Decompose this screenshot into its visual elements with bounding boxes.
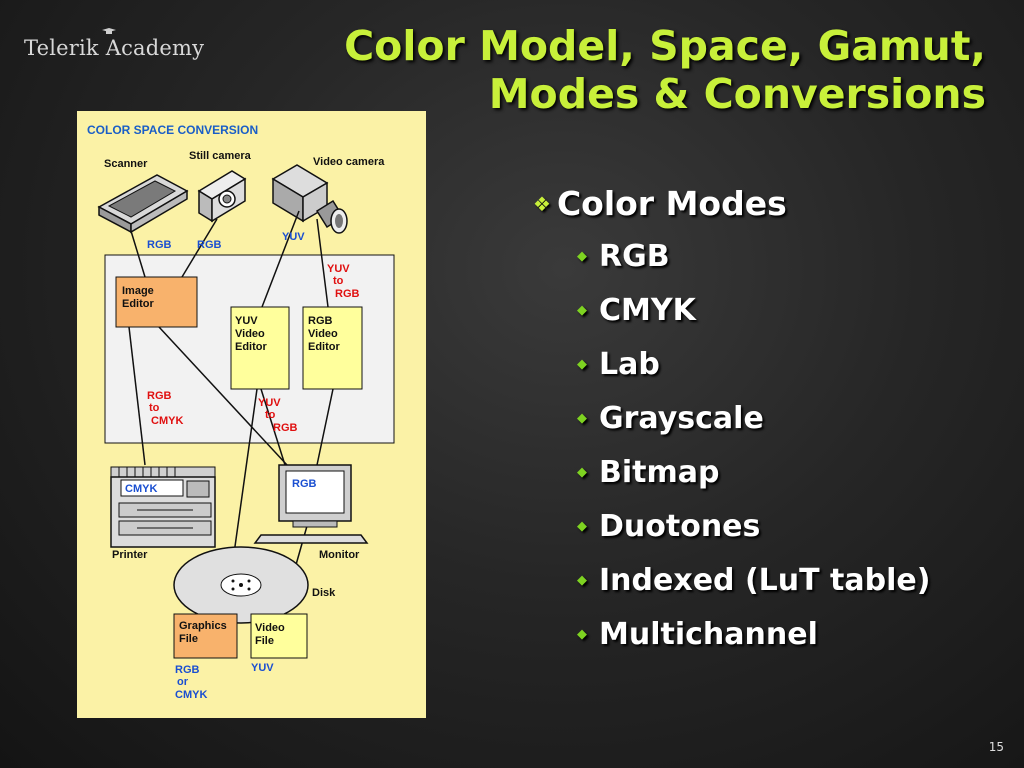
monitor-screen-label: RGB [292, 478, 317, 490]
list-item: ◆ Bitmap [577, 446, 930, 500]
telerik-academy-logo: Telerik Academy [24, 28, 205, 60]
label-yuv-top: YUV [282, 231, 305, 243]
diagram-header: COLOR SPACE CONVERSION [87, 123, 258, 137]
list-item: ◆ Multichannel [577, 608, 930, 662]
still-camera-icon [197, 170, 247, 223]
graphics-file-box: Graphics File [173, 613, 238, 659]
scanner-icon [97, 174, 189, 234]
bullet-heading: ❖ Color Modes [533, 184, 930, 224]
list-item: ◆ Lab [577, 338, 930, 392]
logo-text: Telerik Academy [24, 36, 205, 60]
printer-icon: CMYK [110, 466, 216, 548]
still-camera-label: Still camera [189, 150, 252, 162]
slide-title: Color Model, Space, Gamut, Modes & Conve… [344, 22, 986, 118]
bullet-heading-text: Color Modes [556, 184, 787, 223]
bullet-dot-icon: ◆ [577, 411, 587, 426]
bullet-dot-icon: ◆ [577, 465, 587, 480]
bullet-dot-icon: ◆ [577, 249, 587, 264]
svg-text:Image Editor: Image Editor [122, 285, 157, 310]
list-item: ◆ Grayscale [577, 392, 930, 446]
bullet-dot-icon: ◆ [577, 357, 587, 372]
scanner-label: Scanner [104, 158, 148, 170]
disk-label: Disk [312, 587, 336, 599]
video-camera-label: Video camera [313, 156, 385, 168]
image-editor-box: Image Editor [115, 276, 198, 328]
page-number: 15 [988, 740, 1004, 754]
diagram-svg: COLOR SPACE CONVERSION Scanner Still cam… [87, 123, 395, 701]
svg-text:Graphics File: Graphics File [179, 620, 230, 645]
disk-icon [173, 546, 309, 624]
color-modes-items: ◆ RGB ◆ CMYK ◆ Lab ◆ Grayscale ◆ Bitmap ◆ Duot… [577, 230, 930, 662]
diamond-bullet-icon: ❖ [533, 192, 551, 216]
monitor-label: Monitor [319, 549, 360, 561]
list-item: ◆ Indexed (LuT table) [577, 554, 930, 608]
list-item-text: RGB [599, 239, 670, 274]
svg-text:RGB Video Editor: RGB Video Editor [308, 315, 341, 353]
title-line-2: Modes & Conversions [488, 70, 986, 118]
svg-text:Video File: Video File [255, 622, 288, 647]
label-rgb-or-cmyk: RGB or CMYK [175, 664, 207, 701]
list-item-text: Lab [599, 347, 660, 382]
title-line-1: Color Model, Space, Gamut, [344, 22, 986, 70]
color-space-conversion-diagram: COLOR SPACE CONVERSION Scanner Still cam… [77, 111, 426, 718]
rgb-video-editor-box: RGB Video Editor [302, 306, 363, 390]
label-rgb-to-cmyk: RGB to CMYK [147, 390, 183, 427]
graduation-cap-icon [102, 28, 116, 34]
label-yuv-to-rgb-mid: YUV to RGB [258, 397, 298, 434]
list-item-text: Grayscale [599, 401, 764, 436]
video-file-box: Video File [250, 613, 308, 659]
monitor-icon: RGB [253, 464, 369, 544]
printer-label: Printer [112, 549, 148, 561]
yuv-video-editor-box: YUV Video Editor [230, 306, 290, 390]
list-item: ◆ CMYK [577, 284, 930, 338]
bullet-dot-icon: ◆ [577, 303, 587, 318]
video-camera-icon [271, 164, 348, 234]
list-item-text: CMYK [599, 293, 696, 328]
label-yuv-to-rgb-top: YUV to RGB [327, 263, 360, 300]
list-item-text: Multichannel [599, 617, 818, 652]
bullet-dot-icon: ◆ [577, 573, 587, 588]
label-rgb-camera: RGB [197, 239, 222, 251]
bullet-dot-icon: ◆ [577, 627, 587, 642]
list-item: ◆ RGB [577, 230, 930, 284]
printer-screen-label: CMYK [125, 483, 157, 495]
bullet-dot-icon: ◆ [577, 519, 587, 534]
list-item-text: Duotones [599, 509, 761, 544]
color-modes-list: ❖ Color Modes ◆ RGB ◆ CMYK ◆ Lab ◆ Grayscale… [533, 184, 930, 662]
label-rgb-scanner: RGB [147, 239, 172, 251]
list-item-text: Indexed (LuT table) [599, 563, 931, 598]
list-item-text: Bitmap [599, 455, 720, 490]
list-item: ◆ Duotones [577, 500, 930, 554]
label-yuv-bottom: YUV [251, 662, 274, 674]
svg-text:YUV Video Editor: YUV Video Editor [235, 315, 268, 353]
